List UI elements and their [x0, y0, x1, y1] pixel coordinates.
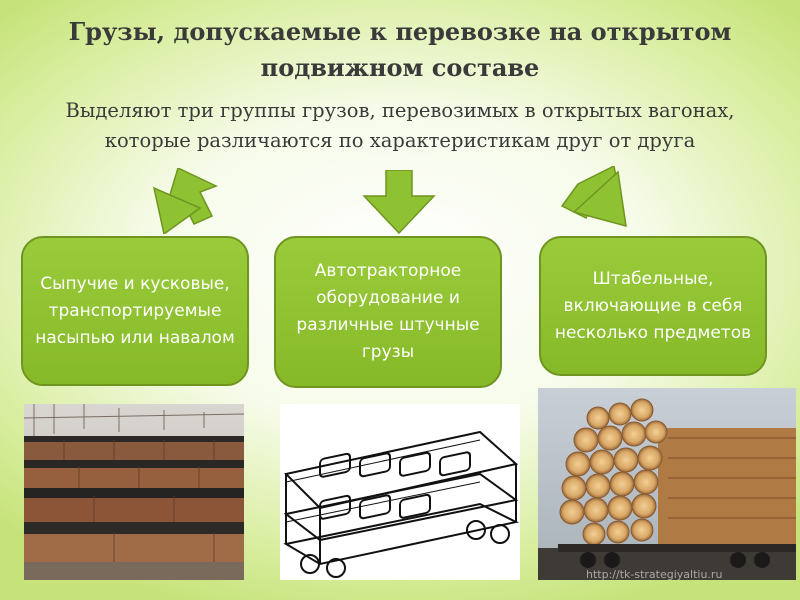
cargo-group-label: Штабельные, включающие в себя несколько … — [554, 268, 752, 343]
coal-wagons-photo — [24, 404, 244, 580]
timber-wagon-photo — [538, 388, 796, 580]
cargo-group-bulk: Сыпучие и кусковые, транспортируемые нас… — [21, 236, 249, 386]
arrow-left-icon — [152, 168, 218, 234]
cargo-group-label: Сыпучие и кусковые, транспортируемые нас… — [35, 273, 235, 348]
arrow-down-icon — [362, 170, 436, 234]
car-carrier-wagon-drawing — [280, 404, 520, 580]
cargo-group-label: Автотракторное оборудование и различные … — [296, 261, 480, 362]
cargo-group-vehicles: Автотракторное оборудование и различные … — [274, 236, 502, 388]
watermark-text: http://tk-strategiyaltiu.ru — [586, 568, 723, 581]
arrow-right-icon — [560, 166, 627, 228]
slide-subtitle: Выделяют три группы грузов, перевозимых … — [65, 99, 735, 152]
slide-title: Грузы, допускаемые к перевозке на открыт… — [68, 17, 732, 82]
cargo-group-stacked: Штабельные, включающие в себя несколько … — [539, 236, 767, 376]
